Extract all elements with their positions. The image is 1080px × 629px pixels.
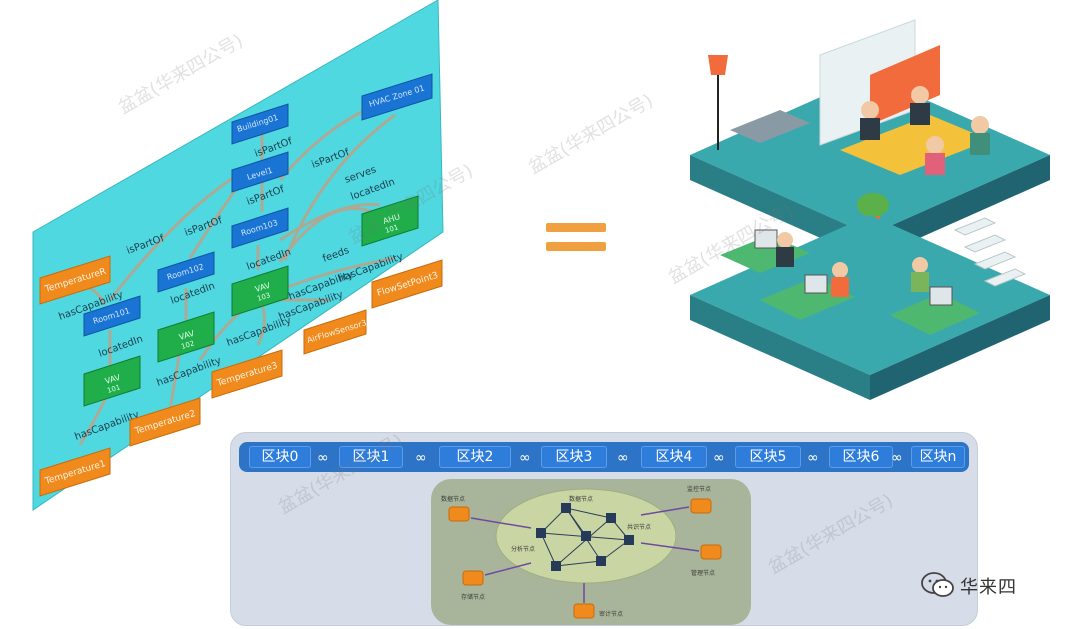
lamp-shade [708,55,728,75]
person-2-body [910,103,930,125]
edge-vav103-hvac [283,113,396,261]
node-temperature1: Temperature1 [39,447,111,497]
person-4-body [925,153,945,175]
node-airflow-sensor: AirFlowSensor3 [303,309,368,355]
node-vav101-id: 101 [106,383,121,395]
person-5 [777,232,793,248]
person-1 [861,101,879,119]
person-6 [832,262,848,278]
equals-sign [546,223,606,253]
brand-name: 华来四 [960,577,1017,598]
node-vav102-id: 102 [180,339,195,351]
person-7 [912,257,928,273]
node-vav103-id: 103 [256,291,271,303]
label-consensus-node: 共识节点 [627,523,651,531]
edge-room101-level [108,168,246,301]
node-room103: Room103 [231,207,289,249]
node-vav103-label: VAV [254,281,272,294]
network-diagram: 数据节点 数据节点 监控节点 共识节点 分析节点 管理节点 存储节点 审计节点 [431,479,751,625]
conference-table [840,115,990,175]
person-1-body [860,118,880,140]
block-1: 区块1 [339,446,403,468]
block-chain-bar: 区块0 ∞ 区块1 ∞ 区块2 ∞ 区块3 ∞ 区块4 ∞ 区块5 ∞ 区块6 … [239,442,969,472]
label-analysis-node: 分析节点 [511,545,535,553]
monitor-2 [804,274,828,294]
link-icon: ∞ [519,450,531,466]
peer-arrows [470,506,700,603]
watermark: 盆盆(华来四公号) [524,90,657,179]
label-audit-node: 审计节点 [599,610,623,618]
edge-room103-ahu [279,202,381,242]
knowledge-graph: isPartOf isPartOf isPartOf isPartOf isPa… [32,0,444,511]
person-3-body [970,133,990,155]
person-4 [926,136,944,154]
block-4: 区块4 [641,446,707,468]
person-2 [911,86,929,104]
node-vav102: VAV 102 [157,311,215,363]
label-storage-node: 存储节点 [461,593,485,601]
upper-floor-left [690,155,870,260]
block-6: 区块6 [829,446,893,468]
link-icon: ∞ [807,450,819,466]
office-illustration [680,15,1060,415]
orange-cabinet [870,45,940,125]
edge-vav103-flowsp [279,256,396,292]
upper-floor-right [870,155,1050,260]
node-hvac-zone: HVAC Zone 01 [361,73,433,121]
link-icon: ∞ [415,450,427,466]
person-5-body [776,247,794,267]
node-room101: Room101 [83,295,141,337]
graph-edges [69,98,396,446]
office-svg [690,19,1050,400]
monitor-3 [929,286,953,306]
person-7-body [911,272,929,292]
person-3 [971,116,989,134]
block-0: 区块0 [249,446,311,468]
link-icon: ∞ [317,450,329,466]
blockchain-panel: 区块0 ∞ 区块1 ∞ 区块2 ∞ 区块3 ∞ 区块4 ∞ 区块5 ∞ 区块6 … [230,432,978,626]
brand-mark: 华来四 [920,570,1060,600]
node-ahu: AHU 101 [361,195,419,247]
node-building: Building01 [231,103,289,145]
label-monitor-node: 监控节点 [687,485,711,493]
equals-bar-top [546,223,606,232]
plant-leaves [857,193,889,217]
node-vav102-label: VAV [178,329,196,342]
link-icon: ∞ [891,450,903,466]
monitor-1 [754,229,778,249]
node-level: Level1 [231,151,289,193]
link-icon: ∞ [713,450,725,466]
node-vav101-label: VAV [104,373,122,386]
node-vav103: VAV 103 [231,265,289,317]
equals-bar-bottom [546,242,606,251]
block-5: 区块5 [735,446,801,468]
network-labels: 数据节点 数据节点 监控节点 共识节点 分析节点 管理节点 存储节点 审计节点 [441,485,715,618]
lower-floor-right [870,295,1050,400]
node-room102: Room102 [157,251,215,293]
block-3: 区块3 [541,446,607,468]
stairs [953,217,1027,287]
desk-3 [890,293,980,335]
node-vav101: VAV 101 [83,355,141,407]
node-ahu-id: 101 [384,223,399,235]
peer-nodes [448,498,722,619]
floor-rug [730,110,810,143]
network-nodes [536,503,634,571]
block-2: 区块2 [439,446,511,468]
person-6-body [831,277,849,297]
label-data-node-1: 数据节点 [441,495,465,503]
label-manage-node: 管理节点 [691,569,715,577]
link-icon: ∞ [617,450,629,466]
knowledge-graph-panel: isPartOf isPartOf isPartOf isPartOf isPa… [0,0,460,520]
lower-floor-left [690,295,870,400]
wechat-icon [921,572,954,597]
label-data-node-2: 数据节点 [569,495,593,503]
block-n: 区块n [911,446,965,468]
